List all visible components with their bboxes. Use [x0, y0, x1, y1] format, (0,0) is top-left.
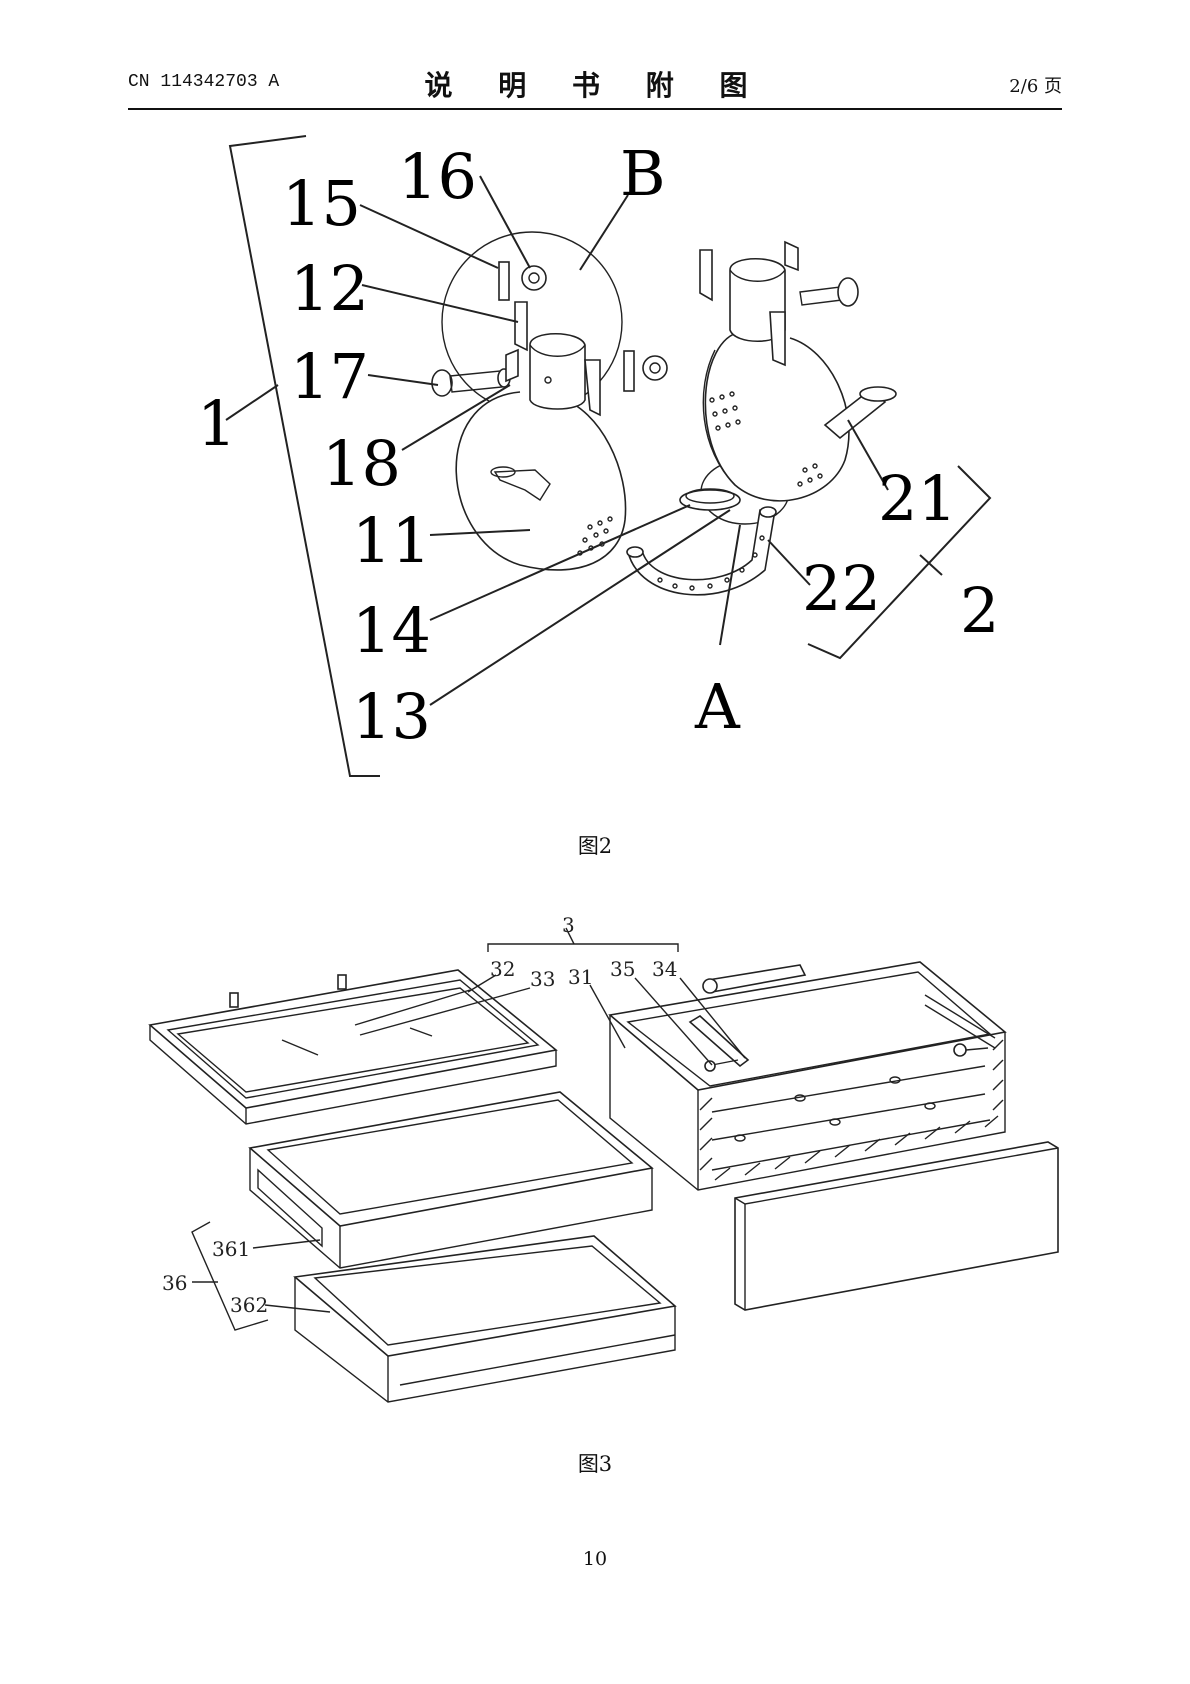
figure-3-drawing: 3 32 33 31 35 34 36 361 362	[148, 913, 1059, 1403]
page-indicator: 2/6 页	[1009, 76, 1062, 97]
bracket-1	[228, 135, 380, 777]
fig2-label-a: A	[694, 670, 741, 743]
fig2-label-11: 11	[352, 504, 431, 577]
right-shell	[704, 331, 850, 502]
fig2-label-17: 17	[290, 340, 369, 413]
cabinet-hatching	[699, 1039, 1004, 1181]
fig2-label-22: 22	[802, 552, 881, 625]
front-door	[734, 1141, 1059, 1311]
fig3-label-362: 362	[230, 1293, 268, 1317]
fig2-label-2: 2	[960, 574, 999, 647]
figure-3-caption: 图3	[577, 1452, 613, 1476]
patent-number: CN 114342703 A	[128, 72, 280, 92]
page-number: 10	[582, 1548, 608, 1570]
fig3-label-35: 35	[610, 957, 635, 981]
fig3-label-34: 34	[652, 957, 677, 981]
fig2-label-18: 18	[322, 427, 401, 500]
fig2-label-1: 1	[197, 387, 236, 460]
left-clamp	[529, 333, 586, 410]
fig3-label-32: 32	[490, 957, 515, 981]
lid-32	[148, 969, 558, 1109]
section-title: 说 明 书 附 图	[424, 69, 766, 102]
right-shell-holes	[709, 391, 823, 487]
rod-15	[498, 261, 510, 301]
fig3-label-33: 33	[530, 967, 555, 991]
bracket-3	[487, 943, 679, 952]
screw-35	[704, 1059, 739, 1072]
fig3-leaders	[252, 974, 746, 1313]
cabinet-31	[608, 961, 1007, 1091]
fig3-label-31: 31	[568, 965, 593, 989]
figure-2-drawing: 1 2 11 12 13 14 15 16 17 18 21 22 A B	[197, 135, 999, 777]
bracket-2	[807, 465, 992, 660]
left-shell-holes	[577, 516, 613, 556]
gear-16	[521, 265, 547, 291]
fig2-label-14: 14	[352, 594, 431, 667]
fig3-label-361: 361	[212, 1237, 250, 1261]
fig2-label-21: 21	[878, 462, 957, 535]
bracket-36	[191, 1221, 269, 1331]
fig2-label-12: 12	[290, 252, 369, 325]
fig2-label-13: 13	[352, 680, 431, 753]
fig3-label-36: 36	[162, 1271, 187, 1295]
tray-362	[293, 1235, 677, 1357]
fig3-label-3: 3	[562, 913, 575, 937]
rod-34	[688, 1015, 750, 1068]
ring-14	[679, 489, 741, 511]
header-rule	[128, 108, 1062, 110]
fig2-label-b: B	[620, 137, 666, 210]
figure-2-caption: 图2	[577, 834, 613, 858]
fig2-label-15: 15	[282, 167, 361, 240]
left-shell	[455, 391, 627, 571]
left-bolt	[431, 348, 519, 397]
fig2-leaders	[359, 175, 889, 706]
fig2-label-16: 16	[398, 140, 477, 213]
